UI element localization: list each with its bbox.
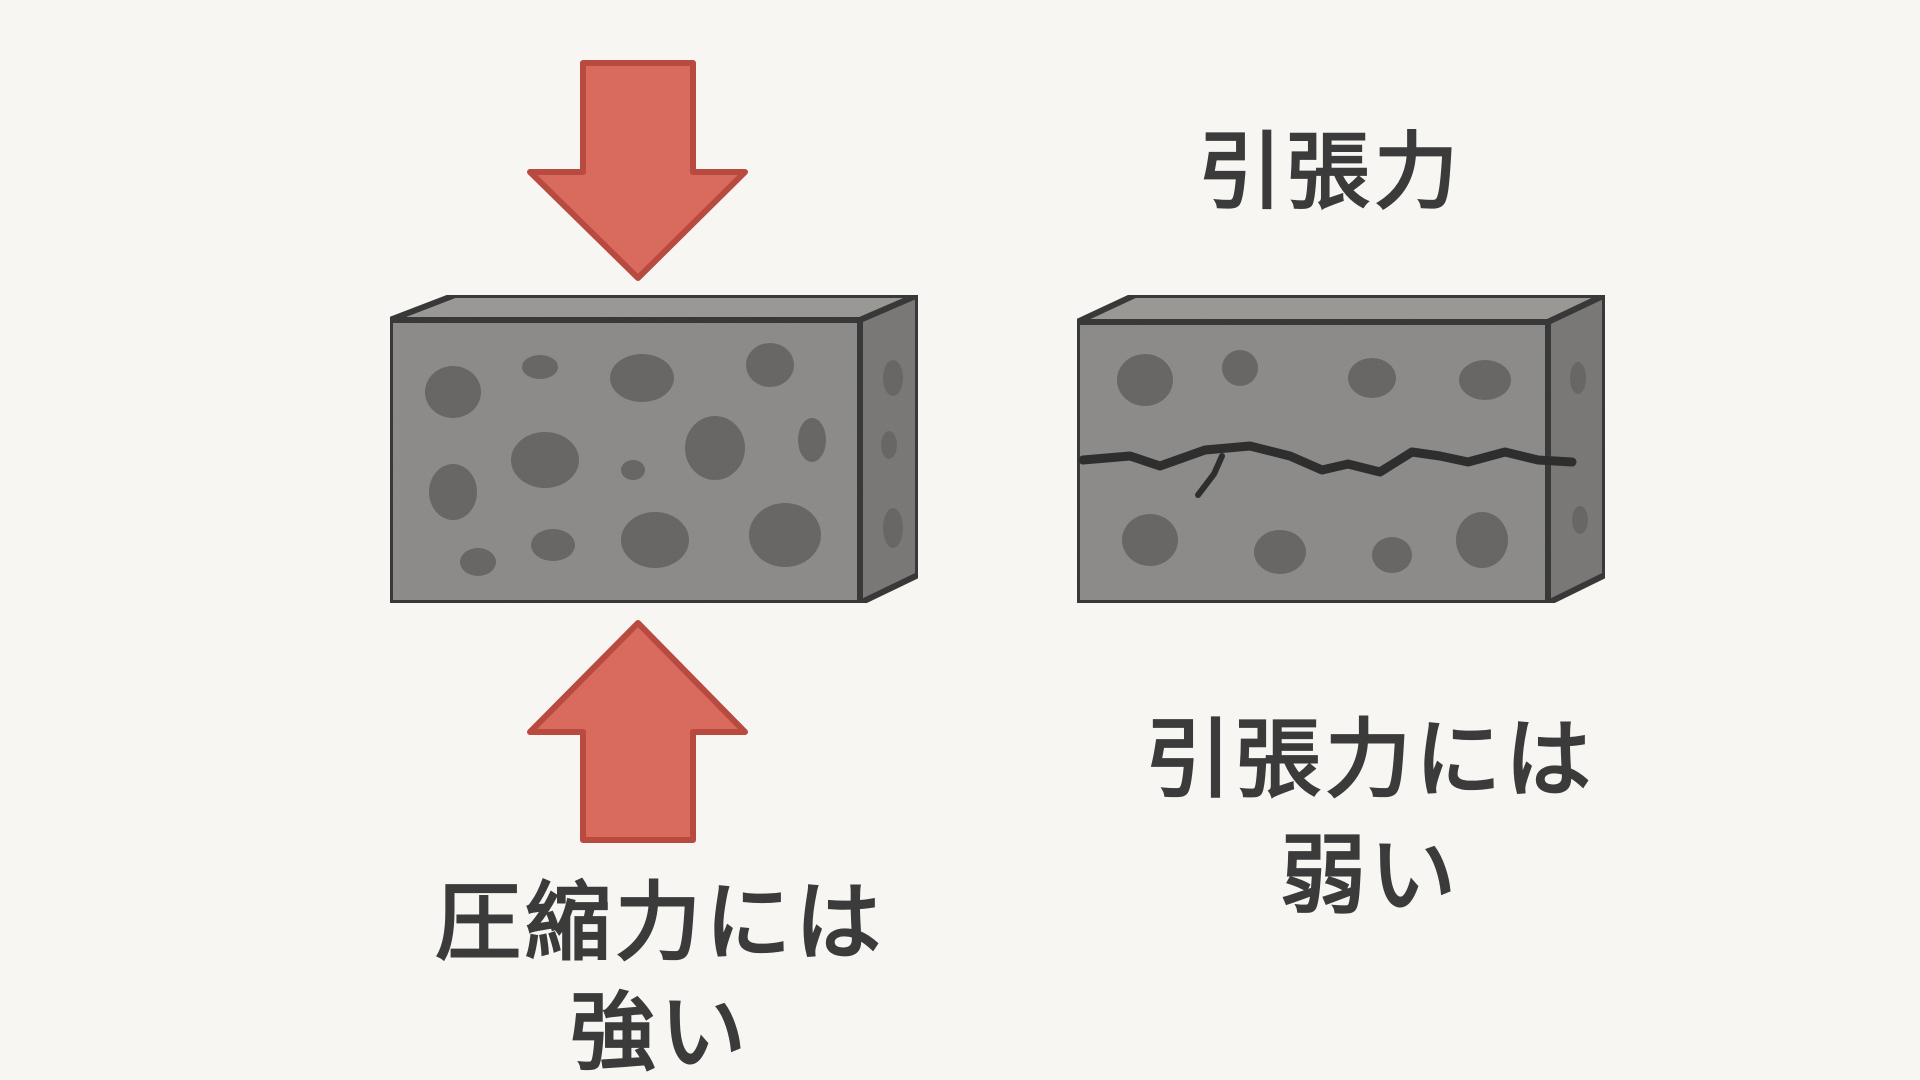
compression-block-aggregate <box>425 343 903 576</box>
crack-branch <box>1195 453 1225 498</box>
tension-caption: 引張力には 弱い <box>1110 702 1630 934</box>
tension-caption-line1: 引張力には <box>1145 710 1595 810</box>
tension-block-side-face <box>1545 292 1608 606</box>
tension-block-top-face <box>1074 292 1608 325</box>
tension-caption-line2: 弱い <box>1280 826 1460 927</box>
tension-block <box>1074 292 1608 606</box>
arrow-up-icon <box>527 620 748 843</box>
compression-caption-line2: 強い <box>570 983 750 1080</box>
tension-block-aggregate <box>1117 350 1588 574</box>
compression-block-top-face <box>387 292 921 323</box>
compression-caption-line1: 圧縮力には <box>435 873 885 973</box>
arrow-down-icon <box>527 60 748 281</box>
compression-block <box>387 292 921 606</box>
compression-caption: 圧縮力には 強い <box>360 868 960 1080</box>
tension-title: 引張力 <box>1197 123 1462 221</box>
crack-line <box>1078 441 1577 477</box>
